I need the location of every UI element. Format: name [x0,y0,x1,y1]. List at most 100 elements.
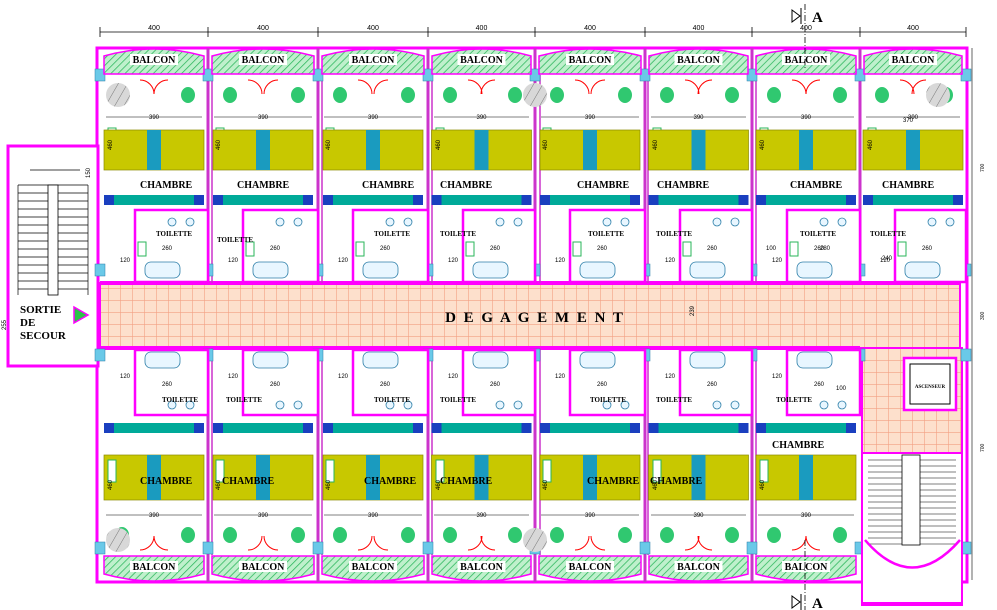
sink-icon [385,217,395,227]
door-swing [247,79,263,95]
wardrobe [431,195,442,205]
structural-column [960,68,972,82]
sink-icon [185,400,195,410]
sink-icon [712,217,722,227]
balcony-label: BALCON [242,55,286,66]
room-label-chambre: CHAMBRE [790,180,843,191]
balcony-label-bg [674,561,723,572]
pillow-icon [691,130,706,170]
counter [863,195,963,205]
door-swing [684,79,700,95]
counter [431,195,532,205]
table-icon [325,459,335,483]
dim-120: 120 [448,258,459,264]
corridor [99,281,963,454]
corridor-width-dim: 239 [690,305,696,316]
balcony-label-bg [566,561,614,572]
pillow-icon [256,455,270,500]
room-dim-390: 390 [693,513,704,519]
structural-column [639,68,651,82]
balcony-label: BALCON [242,562,286,573]
section-letter-bottom: A [812,596,823,610]
balcony-label-bg [566,54,614,65]
structural-column [202,68,214,82]
pillow-icon [691,455,706,500]
door-swing [467,535,483,551]
wardrobe [303,423,313,433]
sink-icon [495,217,505,227]
bathtub-icon [904,261,941,279]
sink-icon [927,217,937,227]
table-icon [759,459,769,483]
toilet-icon [465,241,475,257]
wardrobe [846,423,856,433]
section-marker-bottom: A [791,540,823,610]
toilet-dim-260: 260 [270,382,281,388]
dim-120: 120 [448,374,459,380]
room-label-toilette: TOILETTE [374,396,410,404]
structural-column [94,348,106,362]
stone-detail [926,83,950,107]
balcony-label-bg [782,561,830,572]
plant-icon [833,87,847,103]
room-label-toilette: TOILETTE [440,396,476,404]
plant-icon [223,527,237,543]
toilet-dim-260: 260 [162,382,173,388]
balcony-label-bg [239,561,287,572]
structural-column [639,541,651,555]
emergency-stairs: 150 255 [2,144,100,368]
structural-column [312,68,324,82]
room-label-toilette: TOILETTE [588,230,624,238]
room-dim-390: 390 [368,513,379,519]
room-dim-390: 390 [801,513,812,519]
wardrobe [413,423,423,433]
bathtub-icon [472,261,509,279]
stone-detail [106,528,130,552]
structural-column [854,68,866,82]
balcony-label-bg [889,54,937,65]
room-dim-390: 390 [585,115,596,121]
sortie-line-2: DE [20,317,35,329]
structural-column [422,68,434,82]
door-swing [480,79,496,95]
dim-120: 120 [555,374,566,380]
wardrobe [648,195,659,205]
room-dim-460: 460 [760,479,766,490]
plant-icon [181,87,195,103]
sink-icon [837,400,847,410]
wardrobe [521,423,532,433]
structural-column [94,263,106,277]
dim-120: 120 [338,258,349,264]
bathtub-icon [252,261,289,279]
plant-icon [223,87,237,103]
door-swing [357,535,373,551]
plant-icon [401,87,415,103]
stair-dim-255: 255 [2,319,8,330]
sink-icon [275,217,285,227]
plant-icon [508,527,522,543]
bathtub-icon [796,261,833,279]
counter [540,195,640,205]
bathtub-icon [579,351,616,369]
top-dim-text: 400 [148,25,160,32]
door-swing [247,535,263,551]
sink-icon [167,217,177,227]
sink-icon [293,217,303,227]
bathtub-icon [252,351,289,369]
room-dim-390: 390 [801,115,812,121]
wardrobe [953,195,963,205]
room-dim-390: 390 [585,513,596,519]
door-swing [590,535,606,551]
plant-icon [618,87,632,103]
balcony-label-bg [457,54,506,65]
bathtub-icon [472,351,509,369]
bathtub-icon [579,261,616,279]
bathtub-icon [796,351,833,369]
room-dim-460: 460 [760,139,766,150]
room-label-toilette: TOILETTE [162,396,198,404]
room-dim-460: 460 [216,139,222,150]
wardrobe [863,195,873,205]
plant-icon [618,527,632,543]
top-dim-text: 400 [476,25,488,32]
room-label-toilette: TOILETTE [870,230,906,238]
